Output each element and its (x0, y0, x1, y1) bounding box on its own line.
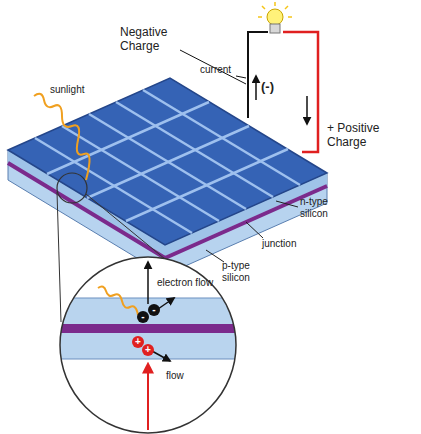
leader-line (246, 222, 263, 238)
current-label: current (200, 64, 250, 76)
panel-top-face (8, 78, 327, 245)
layer-label: junction (262, 238, 322, 250)
zoom-leader (57, 192, 61, 322)
current-arrow (255, 76, 257, 100)
polarity-label: (-) (261, 80, 291, 95)
leader-line (206, 250, 224, 262)
cell-grid (35, 90, 300, 233)
zoom-leader (86, 194, 165, 259)
charge-symbol: + (142, 343, 154, 357)
electron-symbol (137, 311, 149, 323)
zoom-circle (60, 257, 236, 433)
charge-symbol: - (148, 303, 160, 317)
hole-flow-arrow (147, 364, 149, 430)
zoom-layers (50, 298, 250, 359)
electron-flow-arrow (147, 262, 149, 304)
leader-line (276, 201, 298, 207)
zoom-marker (57, 173, 87, 203)
electron-symbol (148, 304, 160, 316)
hole-symbol (142, 344, 154, 356)
charge-symbol: - (137, 310, 149, 324)
leader-line (236, 76, 246, 78)
electron-arrow (158, 298, 174, 309)
hole-arrow (152, 351, 170, 361)
layer-label: p-type silicon (222, 260, 270, 283)
flow-label: electron flow (157, 277, 237, 289)
sunlight-label: sunlight (50, 84, 110, 96)
sunlight-ray (34, 94, 90, 180)
layer-label: n-type silicon (300, 196, 348, 219)
flow-label: flow (166, 370, 206, 382)
light-bulb (258, 2, 292, 33)
current-arrow (306, 96, 308, 124)
charge-symbol: + (132, 335, 144, 349)
charge-label: Negative Charge (120, 26, 190, 54)
charge-label: + Positive Charge (327, 122, 417, 150)
hole-symbol (132, 336, 144, 348)
sunlight-ray (98, 287, 138, 315)
negative-wire (248, 32, 268, 118)
positive-wire (283, 32, 318, 152)
